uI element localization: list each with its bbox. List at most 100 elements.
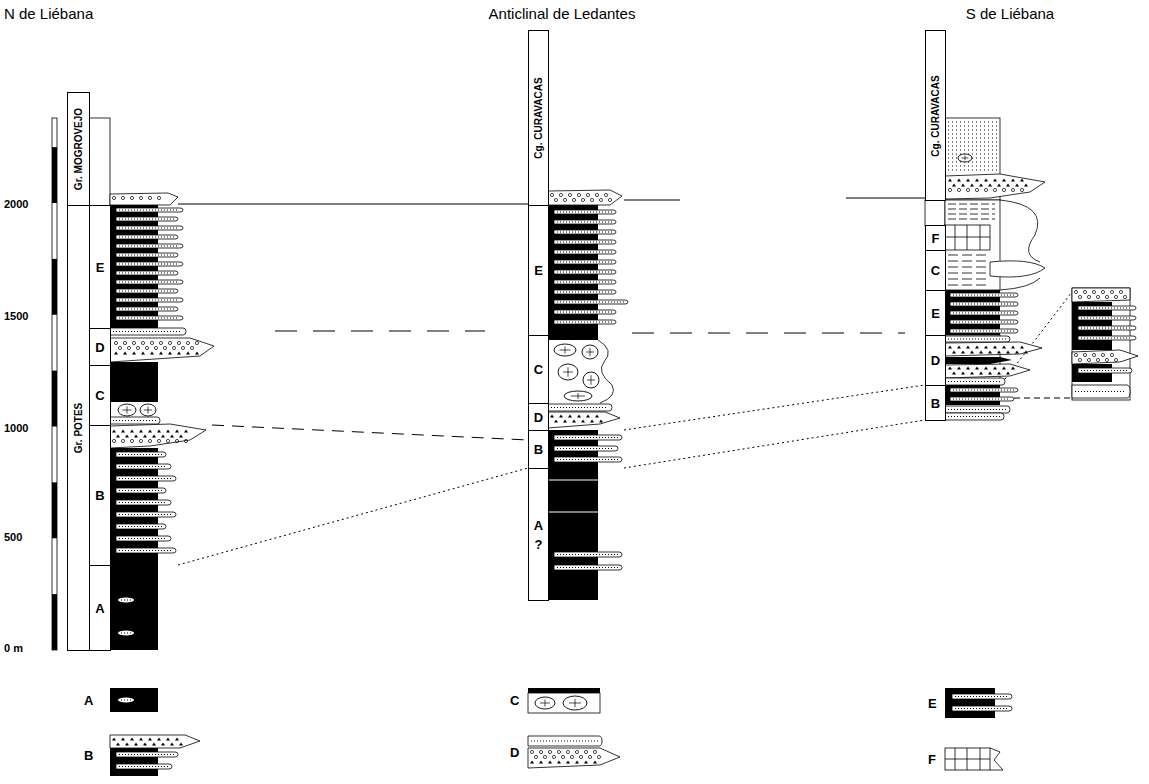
lithology-shape [1114, 358, 1117, 361]
unit-cell: A? [528, 468, 549, 601]
lithology-shape [1024, 351, 1028, 354]
lithology-shape [119, 219, 174, 220]
lithology-shape [531, 741, 598, 742]
lithology-shape [597, 755, 600, 758]
lithology-shape [186, 352, 190, 355]
lithology-shape [593, 750, 596, 753]
lithology-shape [1020, 188, 1023, 191]
legend-letter: B [84, 749, 93, 762]
lithology-shape [554, 565, 622, 570]
lithology-shape [952, 351, 956, 354]
lithology-shape [979, 351, 983, 354]
lithology-shape [948, 126, 997, 127]
lithology-shape [948, 367, 952, 370]
unit-letter: D [931, 354, 940, 367]
lithology-shape [548, 750, 551, 753]
lithology-shape [948, 138, 997, 139]
lithology-shape [127, 346, 130, 349]
lithology-shape [141, 341, 144, 344]
lithology-shape [127, 406, 128, 413]
lithology-shape [548, 512, 598, 513]
lithology-shape [134, 435, 138, 438]
group-band: Gr. MOGROVEJO [67, 92, 90, 206]
column-title: N de Liébana [4, 6, 93, 21]
lithology-shape [591, 375, 592, 385]
lithology-shape [116, 548, 176, 553]
lithology-shape [557, 262, 612, 263]
lithology-shape [1078, 295, 1081, 298]
lithology-shape [118, 598, 134, 603]
lithology-shape [116, 464, 171, 469]
lithology-shape [557, 448, 614, 449]
lithology-shape [1074, 290, 1077, 293]
lithology-shape [119, 264, 179, 265]
lithology-shape [566, 761, 570, 764]
unit-letter: E [96, 261, 105, 274]
lithology-shape [957, 367, 961, 370]
lithology-shape [948, 261, 988, 262]
lithology-shape [948, 346, 952, 349]
lithology-shape [116, 743, 120, 746]
lithology-shape [988, 372, 992, 375]
lithology-shape [112, 738, 116, 741]
lithology-shape [979, 184, 983, 187]
lithology-shape [572, 420, 576, 423]
lithology-shape [953, 399, 1010, 400]
lithology-shape [953, 304, 1014, 305]
lithology-shape [139, 196, 142, 199]
lithology-shape [595, 193, 598, 196]
lithology-shape [52, 594, 57, 650]
lithology-shape [581, 420, 585, 423]
lithology-shape [195, 341, 198, 344]
lithology-shape [159, 341, 162, 344]
lithology-shape [179, 743, 183, 746]
lithology-shape [581, 198, 584, 201]
lithology-shape [121, 738, 125, 741]
lithology-shape [957, 179, 961, 182]
lithology-shape [119, 502, 167, 503]
lithology-shape [1078, 326, 1136, 330]
lithology-shape [955, 708, 1008, 709]
lithology-shape [534, 755, 537, 758]
lithology-shape [116, 316, 183, 320]
unit-letter: F [932, 232, 940, 245]
lithology-shape [1024, 184, 1028, 187]
lithology-shape [1015, 184, 1019, 187]
lithology-shape [948, 339, 1006, 340]
group-name: Gr. POTES [74, 403, 84, 454]
lithology-shape [119, 754, 174, 755]
lithology-shape [116, 280, 183, 284]
lithology-shape [948, 285, 988, 286]
lithology-shape [588, 755, 591, 758]
unit-letter: B [95, 489, 104, 502]
unit-cell: F [925, 225, 946, 251]
lithology-shape [1083, 290, 1086, 293]
lithology-shape [957, 346, 961, 349]
lithology-shape [1083, 353, 1086, 356]
lithology-shape [952, 694, 1012, 699]
lithology-shape [152, 743, 156, 746]
scale-value: 500 [4, 532, 22, 543]
correlation-line [624, 420, 925, 468]
lithology-shape [125, 743, 129, 746]
lithology-shape [945, 357, 1012, 364]
lithology-shape [1011, 346, 1015, 349]
legend-letter: A [84, 694, 93, 707]
lithology-shape [990, 748, 1003, 770]
group-name: Cg. CURAVACAS [534, 77, 544, 158]
lithology-shape [554, 240, 616, 244]
lithology-shape [554, 344, 576, 356]
lithology-shape [557, 232, 612, 233]
lithology-shape [575, 750, 578, 753]
lithology-shape [1000, 200, 1040, 262]
lithology-shape [1119, 290, 1122, 293]
lithology-shape [166, 439, 169, 442]
lithology-shape [997, 372, 1001, 375]
lithology-shape [948, 166, 997, 167]
lithology-shape [52, 147, 57, 203]
lithology-shape [166, 738, 170, 741]
lithology-shape [554, 210, 616, 214]
lithology-shape [110, 688, 158, 712]
lithology-shape [1006, 184, 1010, 187]
lithology-shape [52, 482, 57, 538]
